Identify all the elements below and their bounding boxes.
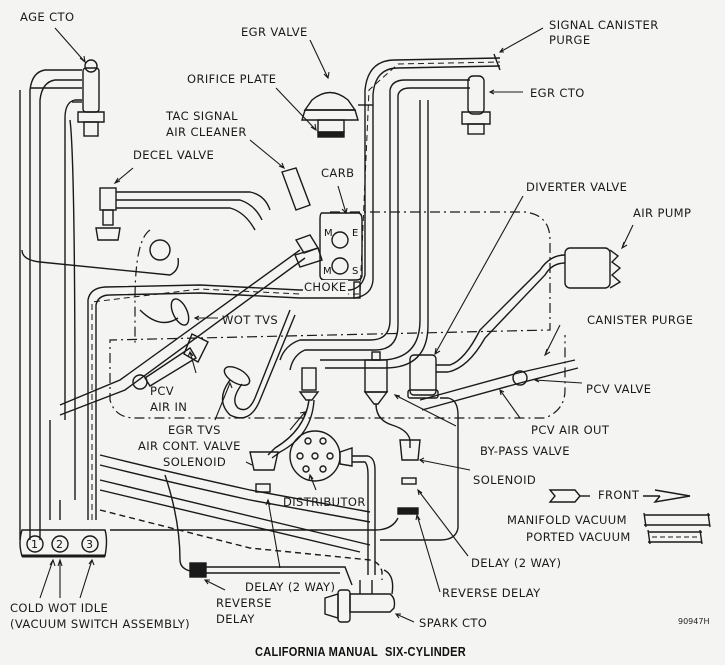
label-air-cont-solenoid: SOLENOID <box>163 455 227 469</box>
age-cto-hoses <box>29 69 82 540</box>
diverter-valve <box>407 254 566 399</box>
label-pcv-air-in: AIR IN <box>150 400 188 414</box>
wot-tvs <box>139 298 190 326</box>
switch-hoses <box>19 90 76 540</box>
legend-ported-symbol <box>647 529 703 545</box>
label-egr-tvs: EGR TVS <box>168 423 221 437</box>
ported-vacuum-loop <box>87 57 501 520</box>
air-cleaner-hose <box>59 249 306 416</box>
label-egr-cto: EGR CTO <box>530 86 585 100</box>
label-diverter-valve: DIVERTER VALVE <box>526 180 628 194</box>
label-pcv-air-out: PCV AIR OUT <box>531 423 610 437</box>
carb-marker-m-top: M <box>324 228 333 239</box>
label-purge: PURGE <box>549 33 591 47</box>
fitting-cap <box>149 239 171 261</box>
pcv-line <box>419 359 579 411</box>
decel-valve <box>95 187 271 241</box>
egr-tvs <box>221 309 296 419</box>
title-six-cylinder: SIX-CYLINDER <box>385 644 467 659</box>
label-delay-2way-right: DELAY (2 WAY) <box>471 556 562 570</box>
label-air-pump: AIR PUMP <box>633 206 692 220</box>
label-egr-valve: EGR VALVE <box>241 25 308 39</box>
egr-cto <box>461 75 491 135</box>
egr-valve <box>301 91 373 138</box>
title-california-manual: CALIFORNIA MANUAL <box>255 644 379 659</box>
age-cto-valve <box>77 59 105 137</box>
label-distributor: DISTRIBUTOR <box>283 495 366 509</box>
label-reverse: REVERSE <box>216 596 272 610</box>
label-by-pass-valve: BY-PASS VALVE <box>480 444 570 458</box>
switch-port-3: 3 <box>86 538 93 551</box>
label-reverse-delay-right: REVERSE DELAY <box>442 586 541 600</box>
label-decel-valve: DECEL VALVE <box>133 148 215 162</box>
tac-signal-valve <box>281 167 323 268</box>
carb-marker-e: E <box>352 228 358 239</box>
label-tac-signal: TAC SIGNAL <box>166 109 238 123</box>
decel-return-hose <box>21 249 180 276</box>
distributor <box>289 430 376 575</box>
air-pump <box>564 247 622 289</box>
lower-hoses <box>99 454 383 580</box>
carb-marker-s: S <box>352 266 358 277</box>
label-choke: CHOKE <box>303 280 348 295</box>
signal-canister-purge-end <box>493 53 501 71</box>
reverse-delay-left <box>189 562 353 586</box>
label-canister-purge: CANISTER PURGE <box>587 313 694 327</box>
legend-front-symbol <box>548 489 691 504</box>
label-solenoid: SOLENOID <box>473 473 537 487</box>
label-pcv: PCV <box>150 384 175 398</box>
figure-code: 90947H <box>678 617 710 626</box>
solenoid-right <box>110 403 421 531</box>
label-age-cto: AGE CTO <box>20 10 75 24</box>
air-control-solenoid <box>249 367 320 493</box>
engine-outline <box>109 211 566 419</box>
switch-port-1: 1 <box>31 538 38 551</box>
label-air-cleaner: AIR CLEANER <box>166 125 247 139</box>
label-signal-canister: SIGNAL CANISTER <box>549 18 659 32</box>
label-carb: CARB <box>321 166 355 180</box>
label-wot-tvs: WOT TVS <box>222 313 279 327</box>
pcv-air-in <box>132 333 209 390</box>
label-vacuum-switch-assembly: (VACUUM SWITCH ASSEMBLY) <box>10 617 191 631</box>
carb-marker-m-bottom: M <box>323 266 332 277</box>
label-delay-2way-left: DELAY (2 WAY) <box>245 580 336 594</box>
legend-front-label: FRONT <box>598 488 640 502</box>
legend-manifold-vacuum-label: MANIFOLD VACUUM <box>507 513 627 527</box>
vacuum-switch-assembly: 1 2 3 <box>19 529 108 558</box>
carburetor: M E M S <box>319 212 363 299</box>
label-reverse-delay-left: DELAY <box>216 612 255 626</box>
spark-cto <box>324 569 396 623</box>
label-pcv-valve: PCV VALVE <box>586 382 652 396</box>
legend-ported-vacuum-label: PORTED VACUUM <box>526 530 631 544</box>
label-arrows <box>39 27 634 623</box>
diverter-return-hose <box>380 397 459 541</box>
by-pass-valve <box>363 351 389 405</box>
label-spark-cto: SPARK CTO <box>419 616 488 630</box>
label-air-cont-valve: AIR CONT. VALVE <box>138 439 241 453</box>
label-cold-wot-idle: COLD WOT IDLE <box>10 601 109 615</box>
switch-port-2: 2 <box>56 538 63 551</box>
legend-manifold-symbol <box>643 512 711 528</box>
label-orifice-plate: ORIFICE PLATE <box>187 72 277 86</box>
